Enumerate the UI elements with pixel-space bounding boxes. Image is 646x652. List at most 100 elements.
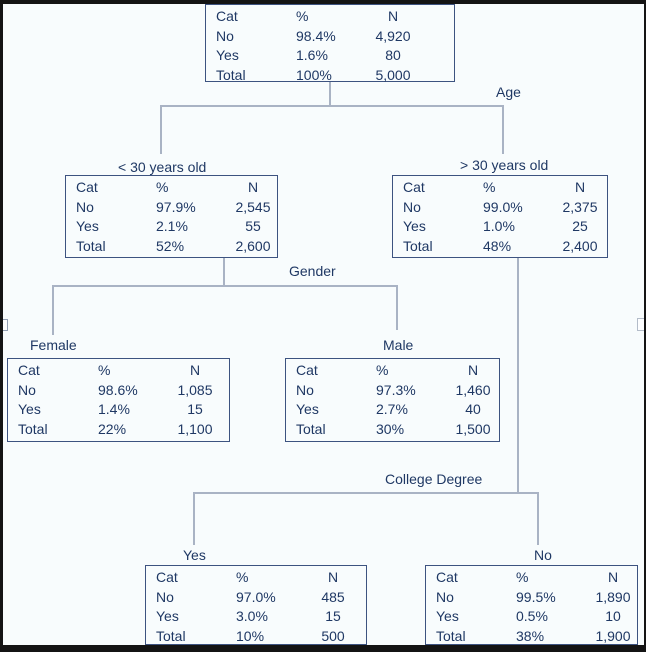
cell-cat: Total bbox=[296, 420, 326, 437]
cell-pct: 97.9% bbox=[156, 198, 196, 215]
table-row: Yes 1.6% 80 bbox=[206, 46, 454, 66]
cell-cat: No bbox=[403, 198, 421, 215]
col-header-n: N bbox=[247, 179, 259, 195]
col-header-cat: Cat bbox=[216, 8, 238, 24]
cell-n: 4,920 bbox=[375, 27, 411, 44]
cell-n: 1,085 bbox=[177, 381, 213, 398]
table-row: Total 30% 1,500 bbox=[286, 420, 499, 440]
table-row: No 97.3% 1,460 bbox=[286, 381, 499, 401]
cell-cat: Yes bbox=[403, 218, 426, 234]
cell-n: 1,100 bbox=[177, 420, 213, 437]
connector-gender-right-drop bbox=[396, 285, 398, 330]
connector-gender-left-drop bbox=[52, 285, 54, 335]
table-header-row: Cat % N bbox=[8, 361, 229, 381]
connector-under30-drop bbox=[223, 258, 225, 286]
cell-n: 485 bbox=[321, 588, 345, 605]
table-row: Total 48% 2,400 bbox=[393, 237, 607, 257]
cell-cat: Total bbox=[436, 627, 466, 644]
table-row: Total 38% 1,900 bbox=[426, 627, 637, 647]
cell-pct: 3.0% bbox=[236, 608, 268, 624]
cell-n: 10 bbox=[605, 608, 621, 624]
branch-label-male: Male bbox=[383, 337, 414, 353]
col-header-pct: % bbox=[156, 179, 169, 195]
cell-pct: 0.5% bbox=[516, 608, 548, 624]
table-row: No 98.6% 1,085 bbox=[8, 381, 229, 401]
cell-cat: Total bbox=[76, 237, 106, 254]
split-label-age: Age bbox=[496, 84, 521, 100]
col-header-cat: Cat bbox=[18, 362, 40, 378]
cell-pct: 1.6% bbox=[296, 47, 328, 63]
cell-n: 2,600 bbox=[235, 237, 271, 254]
cell-n: 1,900 bbox=[595, 627, 631, 644]
table-row: Yes 0.5% 10 bbox=[426, 607, 637, 627]
frame-bottom-edge bbox=[0, 645, 646, 652]
table-row: No 99.0% 2,375 bbox=[393, 198, 607, 218]
cell-cat: No bbox=[296, 381, 314, 398]
cell-cat: No bbox=[156, 588, 174, 605]
split-label-college-degree: College Degree bbox=[385, 471, 483, 487]
node-table-college-yes: Cat % N No 97.0% 485 Yes 3.0% 15 Total 1… bbox=[145, 565, 367, 645]
branch-label-female: Female bbox=[30, 337, 77, 353]
table-header-row: Cat % N bbox=[146, 568, 366, 588]
col-header-cat: Cat bbox=[403, 179, 425, 195]
node-table-male: Cat % N No 97.3% 1,460 Yes 2.7% 40 Total… bbox=[285, 358, 500, 442]
cell-cat: Total bbox=[403, 237, 433, 254]
cell-cat: Total bbox=[216, 66, 246, 83]
table-row: Total 22% 1,100 bbox=[8, 420, 229, 440]
cell-pct: 99.0% bbox=[483, 198, 523, 215]
cell-n: 1,500 bbox=[455, 420, 491, 437]
col-header-pct: % bbox=[98, 362, 111, 378]
table-row: Yes 1.0% 25 bbox=[393, 217, 607, 237]
frame-left-edge bbox=[0, 0, 3, 652]
table-row: Total 10% 500 bbox=[146, 627, 366, 647]
col-header-pct: % bbox=[376, 362, 389, 378]
cell-cat: No bbox=[76, 198, 94, 215]
table-header-row: Cat % N bbox=[66, 178, 277, 198]
cell-n: 15 bbox=[187, 401, 203, 417]
cell-n: 5,000 bbox=[375, 66, 411, 83]
col-header-n: N bbox=[607, 569, 619, 585]
cell-pct: 10% bbox=[236, 627, 265, 644]
table-row: Yes 1.4% 15 bbox=[8, 400, 229, 420]
cell-pct: 98.4% bbox=[296, 27, 336, 44]
cell-pct: 100% bbox=[296, 66, 332, 83]
cell-pct: 99.5% bbox=[516, 588, 556, 605]
col-header-pct: % bbox=[483, 179, 496, 195]
node-table-over-30: Cat % N No 99.0% 2,375 Yes 1.0% 25 Total… bbox=[392, 175, 608, 258]
connector-root-drop bbox=[329, 82, 331, 106]
table-row: Total 100% 5,000 bbox=[206, 66, 454, 86]
cell-cat: Yes bbox=[436, 608, 459, 624]
connector-college-horizontal bbox=[193, 492, 538, 494]
table-header-row: Cat % N bbox=[206, 7, 454, 27]
cell-cat: No bbox=[436, 588, 454, 605]
col-header-cat: Cat bbox=[436, 569, 458, 585]
cell-pct: 1.4% bbox=[98, 401, 130, 417]
col-header-cat: Cat bbox=[156, 569, 178, 585]
connector-gender-horizontal bbox=[52, 285, 397, 287]
cell-pct: 2.1% bbox=[156, 218, 188, 234]
table-row: Yes 2.1% 55 bbox=[66, 217, 277, 237]
cell-n: 15 bbox=[325, 608, 341, 624]
frame-right-edge bbox=[644, 0, 646, 652]
split-label-gender: Gender bbox=[289, 263, 336, 279]
cell-pct: 52% bbox=[156, 237, 185, 254]
connector-age-horizontal bbox=[160, 105, 503, 107]
cell-cat: Yes bbox=[216, 47, 239, 63]
col-header-n: N bbox=[327, 569, 339, 585]
connector-college-left-drop bbox=[193, 492, 195, 545]
cell-cat: Yes bbox=[156, 608, 179, 624]
col-header-n: N bbox=[189, 362, 201, 378]
col-header-pct: % bbox=[516, 569, 529, 585]
connector-age-left-drop bbox=[160, 105, 162, 154]
cell-pct: 38% bbox=[516, 627, 545, 644]
col-header-n: N bbox=[574, 179, 586, 195]
cell-n: 500 bbox=[321, 627, 345, 644]
branch-label-college-no: No bbox=[534, 547, 552, 563]
cell-cat: Total bbox=[156, 627, 186, 644]
table-header-row: Cat % N bbox=[426, 568, 637, 588]
cell-n: 55 bbox=[245, 218, 261, 234]
cell-cat: Yes bbox=[18, 401, 41, 417]
cell-n: 80 bbox=[385, 47, 401, 63]
cell-pct: 97.3% bbox=[376, 381, 416, 398]
